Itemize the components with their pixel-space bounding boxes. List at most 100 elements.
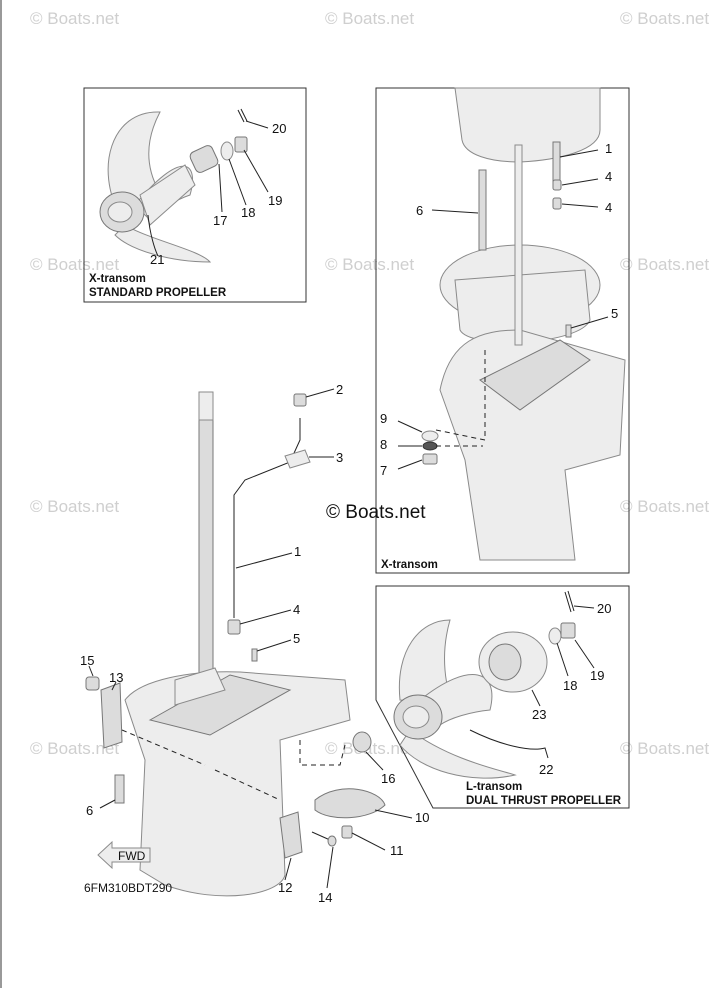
callout-6: 6 [416, 203, 423, 218]
cotter-pin-20 [237, 108, 248, 123]
callout-2: 2 [336, 382, 343, 397]
callout-1: 1 [294, 544, 301, 559]
diagram-code: 6FM310BDT290 [84, 881, 172, 895]
callout-18: 18 [241, 205, 255, 220]
inset-caption-line1: L-transom [466, 781, 522, 793]
grommet-2 [293, 393, 307, 407]
inset-dual-thrust-propeller: 20 19 18 23 22 L-transom DUAL THRUST PRO… [375, 585, 630, 809]
pin-5 [565, 324, 572, 338]
drive-shaft-x [514, 144, 523, 346]
callout-7: 7 [380, 463, 387, 478]
callout-6: 6 [86, 803, 93, 818]
inset-frame [375, 585, 630, 809]
watermark: © Boats.net [325, 255, 414, 274]
bolt-11 [341, 825, 353, 839]
seal-16 [352, 731, 372, 753]
callout-14: 14 [318, 890, 332, 905]
callout-9: 9 [380, 411, 387, 426]
callout-20: 20 [597, 601, 611, 616]
propeller-blade [114, 224, 212, 263]
gasket [479, 339, 591, 411]
shift-rod-1 [233, 418, 301, 618]
propeller-hub-bore [402, 705, 430, 729]
water-plate-10 [314, 788, 386, 819]
callout-11: 11 [390, 843, 404, 858]
bolt-15 [85, 676, 100, 691]
pin-5 [251, 648, 258, 662]
screw-14 [311, 831, 331, 841]
main-assembly: 2 3 1 4 5 15 13 6 16 10 11 12 14 [80, 382, 429, 905]
nut-19 [234, 136, 248, 153]
watermark: © Boats.net [325, 9, 414, 28]
propeller-blade [399, 729, 517, 779]
watermark: © Boats.net [620, 255, 709, 274]
inset-caption-line2: DUAL THRUST PROPELLER [466, 795, 622, 807]
nut-7 [422, 453, 438, 465]
grommet-4 [227, 619, 241, 635]
callout-4: 4 [605, 169, 612, 184]
bracket-3 [284, 449, 311, 469]
watermark: © Boats.net [325, 739, 414, 758]
callout-4: 4 [293, 602, 300, 617]
cotter-pin-20 [564, 590, 575, 613]
upper-casing [454, 87, 601, 163]
callout-15: 15 [80, 653, 94, 668]
washer-8 [422, 441, 438, 451]
washer-9 [421, 430, 439, 442]
watermark: © Boats.net [30, 739, 119, 758]
drive-shaft-spline [198, 391, 214, 421]
bolt-6 [114, 774, 125, 804]
callout-18: 18 [563, 678, 577, 693]
inset-standard-propeller: 20 17 18 19 21 X-transom STANDARD PROPEL… [83, 87, 307, 303]
thrust-bushing-inner [488, 643, 522, 681]
callout-21: 21 [150, 252, 164, 267]
callout-23: 23 [532, 707, 546, 722]
grommet-4b [552, 197, 562, 210]
watermark-layer: © Boats.net © Boats.net © Boats.net © Bo… [30, 9, 709, 758]
washer-18 [220, 141, 234, 161]
spacer-17 [189, 145, 219, 173]
stud-6 [478, 169, 487, 251]
propeller-hub-bore [107, 201, 133, 223]
callout-13: 13 [109, 670, 123, 685]
anode-mount [174, 667, 226, 706]
washer-18 [548, 627, 562, 645]
callout-22: 22 [539, 762, 553, 777]
watermark: © Boats.net [30, 497, 119, 516]
fwd-arrow-icon: FWD [97, 840, 151, 870]
callout-17: 17 [213, 213, 227, 228]
watermark: © Boats.net [620, 739, 709, 758]
callout-5: 5 [293, 631, 300, 646]
callout-10: 10 [415, 810, 429, 825]
callout-1: 1 [605, 141, 612, 156]
fwd-label: FWD [118, 849, 146, 863]
watermark: © Boats.net [620, 497, 709, 516]
callout-20: 20 [272, 121, 286, 136]
drive-shaft [198, 391, 214, 693]
watermark: © Boats.net [30, 9, 119, 28]
inset-x-transom: 1 4 4 6 5 9 8 7 X-transom [375, 87, 630, 574]
inset-caption-line1: X-transom [381, 559, 438, 571]
watermark: © Boats.net [30, 255, 119, 274]
nut-19 [560, 622, 576, 639]
callout-16: 16 [381, 771, 395, 786]
gear-case [439, 329, 626, 561]
watermark: © Boats.net [620, 9, 709, 28]
grommet-4a [552, 179, 562, 191]
callout-19: 19 [590, 668, 604, 683]
center-logo: © Boats.net [326, 502, 426, 523]
screw-14-head [327, 835, 337, 847]
inset-frame [83, 87, 307, 303]
callout-12: 12 [278, 880, 292, 895]
anode-12 [279, 811, 303, 859]
callout-4: 4 [605, 200, 612, 215]
callout-8: 8 [380, 437, 387, 452]
callout-3: 3 [336, 450, 343, 465]
callout-5: 5 [611, 306, 618, 321]
callout-19: 19 [268, 193, 282, 208]
propeller-hub-barrel [139, 164, 196, 226]
inset-caption-line1: X-transom [89, 273, 146, 285]
bracket-13 [100, 682, 123, 749]
inset-caption-line2: STANDARD PROPELLER [89, 287, 227, 299]
